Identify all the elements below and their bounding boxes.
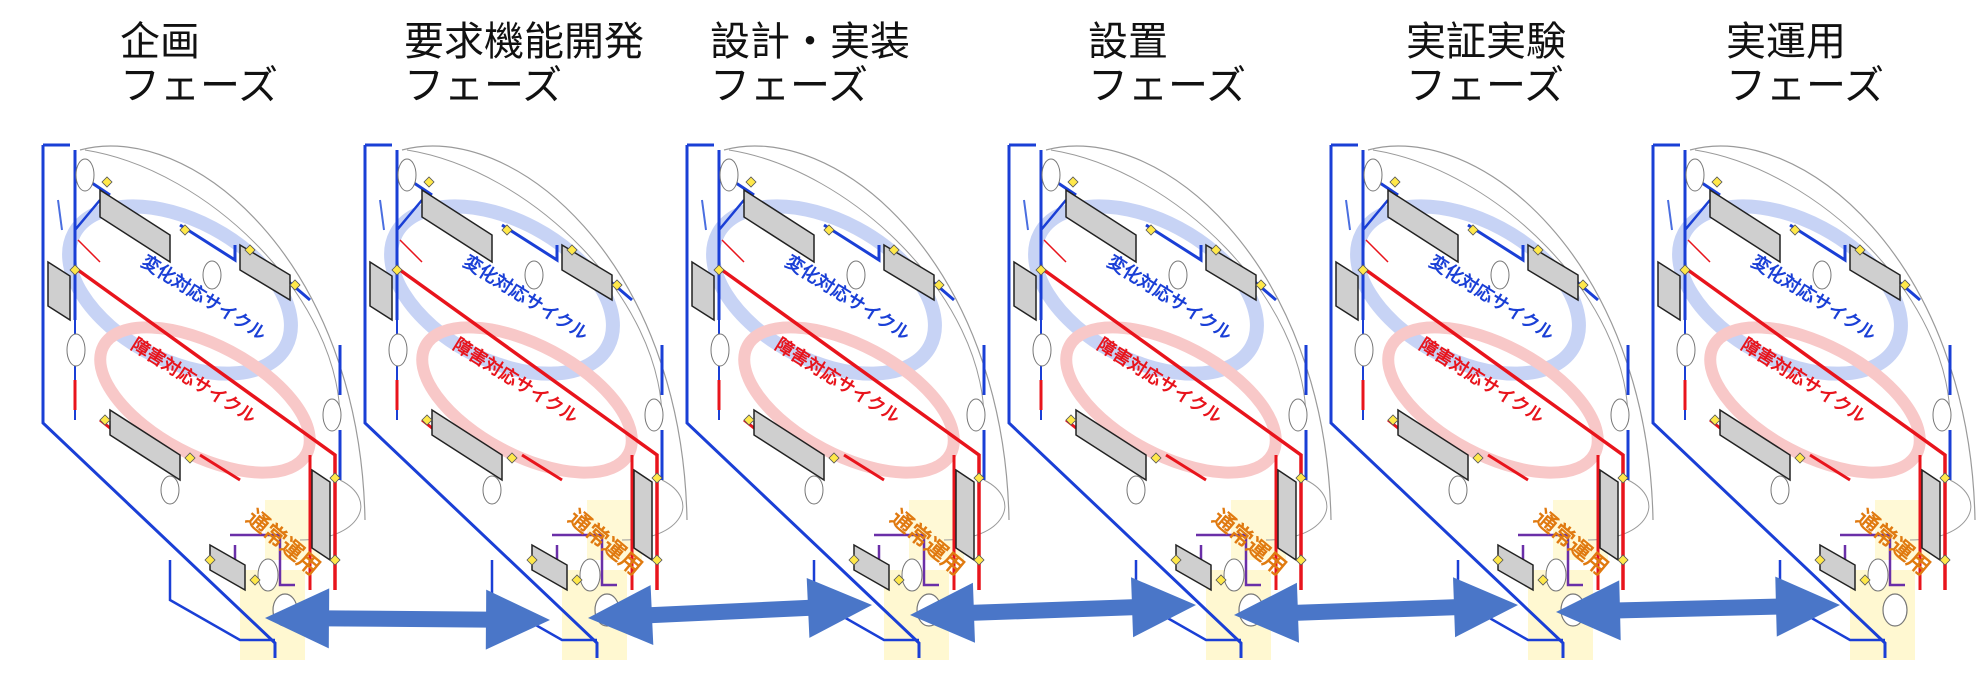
failure-cycle-label: 障害対応サイクル — [127, 334, 260, 428]
bidirectional-arrow — [910, 577, 1196, 643]
phase-title-installation: 設置 フェーズ — [1088, 20, 1368, 108]
phase-suffix: フェーズ — [1726, 63, 1884, 109]
cycle-panel — [1329, 145, 1653, 660]
failure-cycle-label: 障害対応サイクル — [449, 334, 582, 428]
phase-title-operation: 実運用 フェーズ — [1726, 20, 1985, 108]
phase-suffix: フェーズ — [120, 63, 278, 109]
phase-title-planning: 企画 フェーズ — [120, 20, 400, 108]
phase-title-requirements: 要求機能開発 フェーズ — [404, 20, 684, 108]
phase-name: 設置 — [1088, 19, 1168, 65]
phase-suffix: フェーズ — [1088, 63, 1246, 109]
cycle-panel — [1007, 145, 1331, 660]
failure-cycle-label: 障害対応サイクル — [1415, 334, 1548, 428]
cycle-panel — [1651, 145, 1975, 660]
phase-suffix: フェーズ — [404, 63, 562, 109]
phase-title-experiment: 実証実験 フェーズ — [1406, 20, 1686, 108]
phase-name: 要求機能開発 — [404, 19, 644, 65]
cycle-panel — [685, 145, 1009, 660]
phase-name: 実証実験 — [1406, 19, 1566, 65]
phase-name: 実運用 — [1726, 19, 1846, 65]
bidirectional-arrow — [1556, 576, 1840, 641]
failure-cycle-label: 障害対応サイクル — [771, 334, 904, 428]
failure-cycle-label: 障害対応サイクル — [1093, 334, 1226, 428]
phase-suffix: フェーズ — [1406, 63, 1564, 109]
bidirectional-arrow — [265, 588, 550, 650]
failure-cycle-label: 障害対応サイクル — [1737, 334, 1870, 428]
phase-suffix: フェーズ — [710, 63, 868, 109]
bidirectional-arrow — [588, 578, 872, 645]
phase-title-design: 設計・実装 フェーズ — [710, 20, 990, 108]
bidirectional-arrow — [1234, 577, 1518, 643]
phase-name: 設計・実装 — [710, 19, 910, 65]
phase-name: 企画 — [120, 19, 200, 65]
cycle-panel — [41, 145, 365, 660]
cycle-panel — [363, 145, 687, 660]
